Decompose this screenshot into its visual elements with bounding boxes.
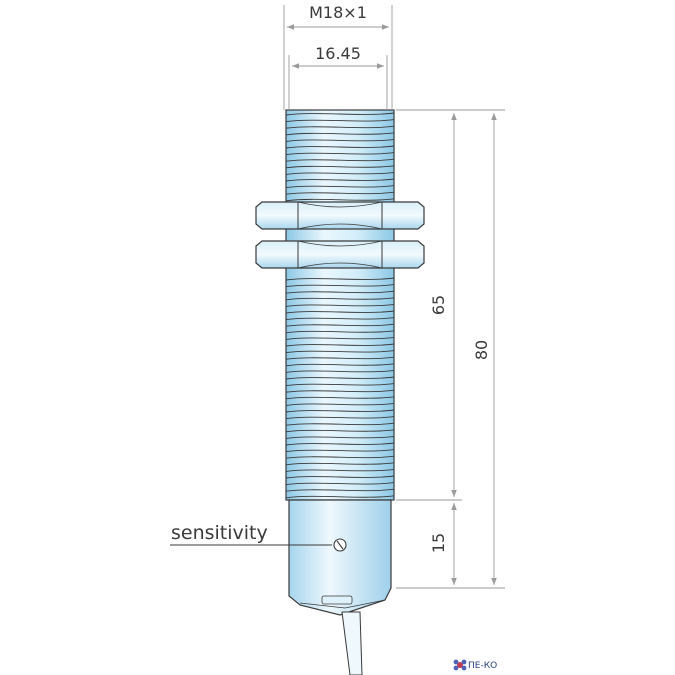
- thread-line: [285, 356, 395, 360]
- thread-line: [285, 343, 395, 347]
- thread-line: [285, 468, 395, 472]
- logo-flower-icon: [453, 659, 467, 671]
- thread-line: [285, 495, 395, 499]
- thread-line: [285, 317, 395, 321]
- extension-lines: [396, 109, 505, 589]
- width-dimension: 16.45: [288, 44, 388, 110]
- sensitivity-label: sensitivity: [171, 522, 268, 544]
- thread-line: [285, 416, 395, 420]
- thread-line: [285, 284, 395, 288]
- thread-line: [285, 119, 395, 123]
- thread-line: [285, 330, 395, 334]
- thread-line: [285, 422, 395, 426]
- logo-text: ПЕ-КО: [468, 661, 497, 671]
- thread-line: [285, 383, 395, 387]
- threaded-length-dimension: 65: [429, 113, 457, 497]
- cap-length-dimension: 15: [429, 503, 457, 585]
- thread-line: [285, 363, 395, 367]
- thread-line: [285, 138, 395, 142]
- cap-length-label: 15: [429, 533, 448, 553]
- thread-line: [285, 310, 395, 314]
- thread-line: [285, 449, 395, 453]
- thread-line: [285, 191, 395, 195]
- thread-line: [285, 152, 395, 156]
- thread-line: [285, 165, 395, 169]
- total-length-dimension: 80: [472, 113, 497, 585]
- width-dimension-label: 16.45: [315, 44, 361, 63]
- thread-line: [285, 185, 395, 189]
- thread-dimension: M18×1: [283, 3, 393, 110]
- thread-line: [285, 488, 395, 492]
- thread-line: [285, 442, 395, 446]
- thread-line: [285, 475, 395, 479]
- thread-line: [285, 402, 395, 406]
- thread-line: [285, 178, 395, 182]
- thread-line: [285, 303, 395, 307]
- thread-line: [285, 455, 395, 459]
- thread-line: [285, 145, 395, 149]
- sensitivity-screw-icon[interactable]: [333, 538, 347, 552]
- thread-line: [285, 198, 395, 202]
- thread-line: [285, 277, 395, 281]
- thread-line: [285, 350, 395, 354]
- thread-line: [285, 429, 395, 433]
- thread-line: [285, 462, 395, 466]
- thread-line: [285, 396, 395, 400]
- logo: ПЕ-КО: [453, 659, 497, 671]
- thread-lines: [285, 112, 395, 499]
- rear-cap: [288, 499, 392, 616]
- thread-line: [285, 336, 395, 340]
- thread-line: [285, 112, 395, 116]
- thread-line: [285, 132, 395, 136]
- thread-line: [285, 369, 395, 373]
- thread-line: [285, 125, 395, 129]
- thread-line: [285, 158, 395, 162]
- thread-line: [285, 323, 395, 327]
- threaded-body: [285, 109, 395, 501]
- thread-line: [285, 297, 395, 301]
- thread-line: [285, 290, 395, 294]
- thread-line: [285, 376, 395, 380]
- thread-dimension-label: M18×1: [309, 3, 367, 22]
- thread-line: [285, 482, 395, 486]
- thread-line: [285, 171, 395, 175]
- thread-line: [285, 435, 395, 439]
- threaded-length-label: 65: [429, 295, 448, 315]
- cable: [341, 611, 363, 675]
- thread-line: [285, 409, 395, 413]
- hex-nut-upper: [255, 201, 425, 230]
- total-length-label: 80: [472, 340, 491, 360]
- thread-line: [285, 389, 395, 393]
- hex-nut-lower: [255, 240, 425, 269]
